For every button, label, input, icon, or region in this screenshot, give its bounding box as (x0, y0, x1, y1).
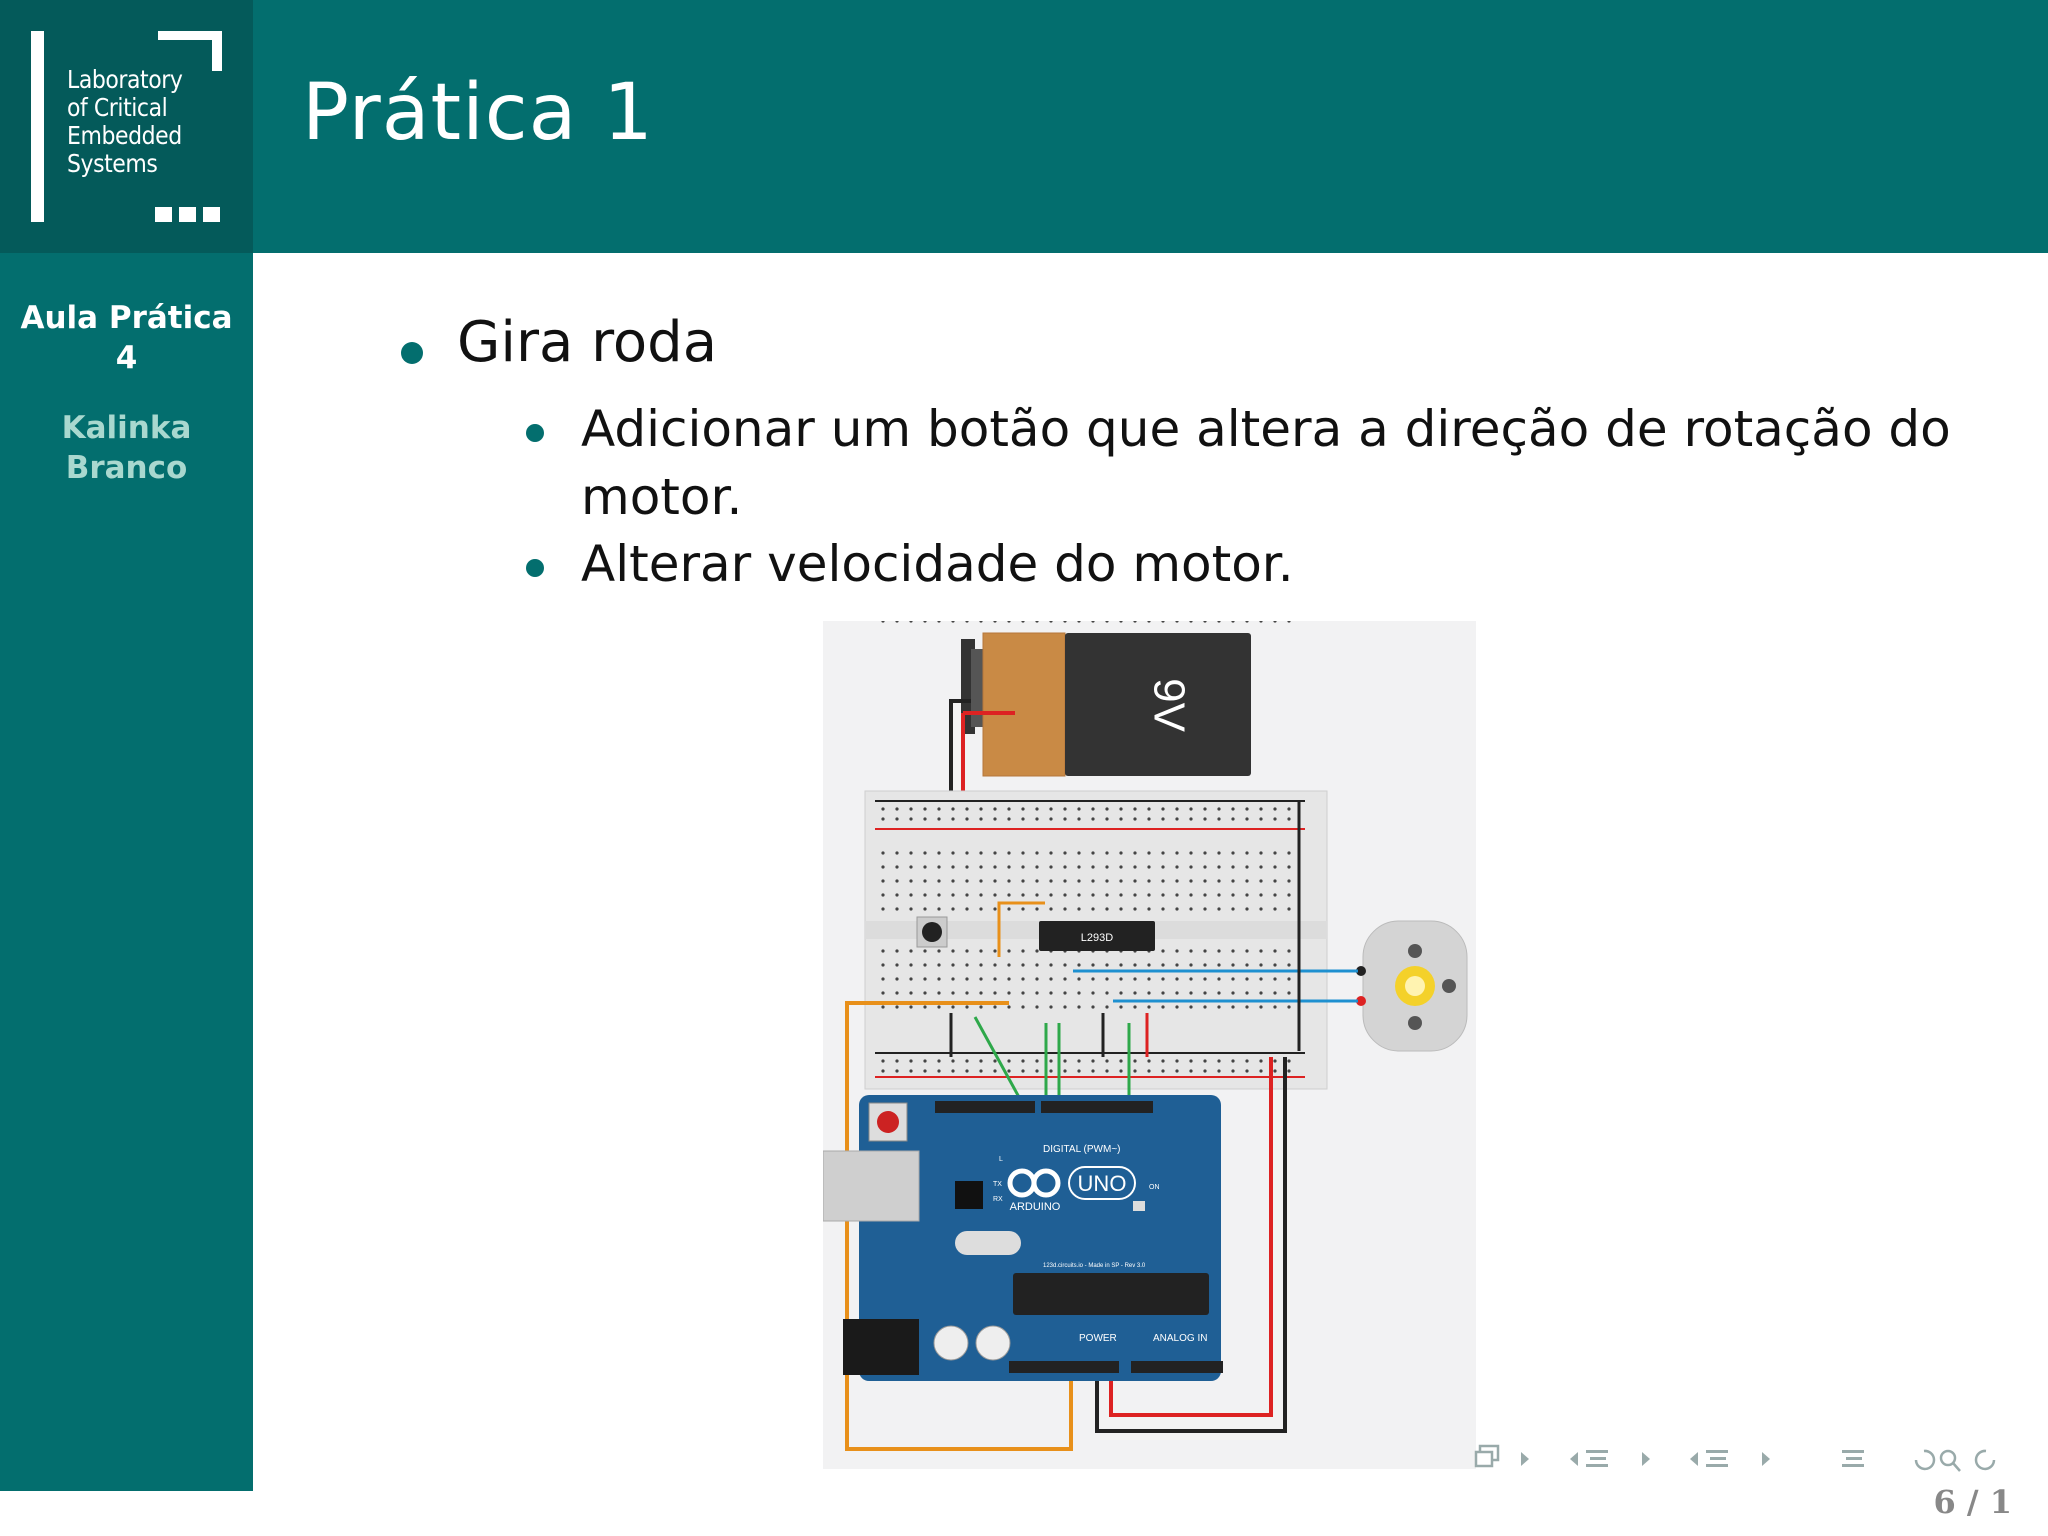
wire-red-long (1109, 1057, 1273, 1417)
arduino-uno-board: DIGITAL (PWM~) ARDUINO UNO 123d.circuits… (823, 1095, 1223, 1381)
logo-square (155, 207, 172, 222)
bullet-gira-roda: Gira roda (457, 310, 718, 375)
battery-9v: 9V (961, 632, 1251, 777)
search-icon (1939, 1449, 1957, 1467)
chip-label: L293D (1081, 932, 1113, 944)
breadboard: L293D (864, 621, 1328, 1090)
rx-label: RX (993, 1196, 1003, 1203)
section-nav-icon (1586, 1450, 1608, 1453)
board-brand: ARDUINO (1010, 1201, 1061, 1213)
analog-label: ANALOG IN (1153, 1333, 1207, 1344)
circuit-diagram: 9V L293D (823, 621, 1468, 1451)
wire-orange-short (997, 901, 1045, 911)
circuit-figure: 9V L293D (823, 621, 1476, 1469)
wire-orange-long (845, 1001, 1073, 1451)
slide-title: Prática 1 (302, 68, 654, 158)
battery-label: 9V (1144, 678, 1193, 732)
nav-back-icon (1570, 1452, 1578, 1466)
on-label: ON (1149, 1184, 1160, 1191)
logo-bracket-bar (31, 31, 44, 222)
bullet-dot (401, 342, 423, 364)
logo-square (203, 207, 220, 222)
redo-icon (1974, 1449, 1996, 1471)
power-label: POWER (1079, 1333, 1117, 1344)
undo-icon (1914, 1449, 1936, 1471)
breadboard-holes (881, 621, 1291, 1073)
header-bar (0, 0, 2048, 253)
logo-text: Laboratory of Critical Embedded Systems (67, 65, 183, 178)
usb-port (823, 1150, 920, 1222)
page-number: 6 / 1 (1933, 1483, 2013, 1521)
nav-forward-icon (1521, 1452, 1529, 1466)
board-tagline: 123d.circuits.io - Made in SP - Rev 3.0 (1043, 1263, 1146, 1269)
logo-square (179, 207, 196, 222)
chip-l293d (1039, 921, 1155, 951)
power-jack (843, 1319, 919, 1375)
logo-corner (158, 31, 222, 40)
wire-black-long (1095, 1057, 1287, 1433)
subsection-nav-icon (1706, 1450, 1728, 1453)
sidebar-author[interactable]: Kalinka Branco (61, 410, 192, 486)
l-label: L (999, 1156, 1003, 1163)
board-model: UNO (1078, 1171, 1127, 1196)
tx-label: TX (993, 1181, 1002, 1188)
logo-corner-vertical (212, 31, 222, 71)
beamer-navigation (1474, 1444, 1996, 1472)
wire-green-1 (973, 1016, 1022, 1100)
dc-motor (1356, 920, 1468, 1052)
lab-logo: Laboratory of Critical Embedded Systems (0, 0, 253, 253)
sub-bullet-add-button: Adicionar um botão que altera a direção … (581, 400, 1951, 458)
frame-nav-icon (1474, 1450, 1494, 1468)
sidebar-course-title[interactable]: Aula Prática 4 (20, 300, 233, 376)
sub-bullet-dot (526, 559, 544, 577)
digital-label: DIGITAL (PWM~) (1043, 1144, 1121, 1155)
sub-bullet-dot (526, 424, 544, 442)
sub-bullet-speed: Alterar velocidade do motor. (581, 535, 1294, 593)
sidebar (0, 253, 253, 1491)
sub-bullet-add-button-cont: motor. (581, 468, 743, 526)
outline-icon (1842, 1450, 1864, 1453)
